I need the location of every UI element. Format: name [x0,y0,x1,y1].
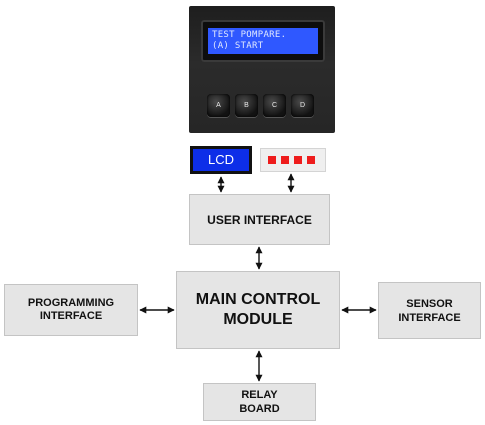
device-button-c: C [263,94,286,117]
led-indicator-block [260,148,326,172]
device-photo: TEST POMPARE. (A) START A B C D [189,6,335,133]
led-1 [268,156,276,164]
programming-label-1: PROGRAMMING [27,297,115,309]
led-2 [281,156,289,164]
lcd-screen: TEST POMPARE. (A) START [208,28,318,54]
relay-label-2: BOARD [239,403,280,415]
relay-label-1: RELAY [241,389,278,401]
programming-label-2: INTERFACE [39,310,103,322]
sensor-label-1: SENSOR [406,297,453,310]
led-4 [307,156,315,164]
lcd-line-2: (A) START [212,41,264,51]
lcd-bezel: TEST POMPARE. (A) START [201,20,325,62]
device-button-a: A [207,94,230,117]
led-3 [294,156,302,164]
lcd-block: LCD [190,146,252,174]
user-interface-block: USER INTERFACE [189,194,330,245]
relay-board-block: RELAY BOARD [203,383,316,421]
device-button-b: B [235,94,258,117]
user-interface-label: USER INTERFACE [207,212,312,227]
lcd-line-1: TEST POMPARE. [212,30,287,40]
device-button-d: D [291,94,314,117]
main-control-label-2: MODULE [223,311,293,328]
main-control-module-block: MAIN CONTROL MODULE [176,271,340,349]
sensor-interface-block: SENSOR INTERFACE [378,282,481,339]
programming-interface-block: PROGRAMMING INTERFACE [4,284,138,336]
main-control-label-1: MAIN CONTROL [195,291,321,308]
sensor-label-2: INTERFACE [398,311,461,324]
